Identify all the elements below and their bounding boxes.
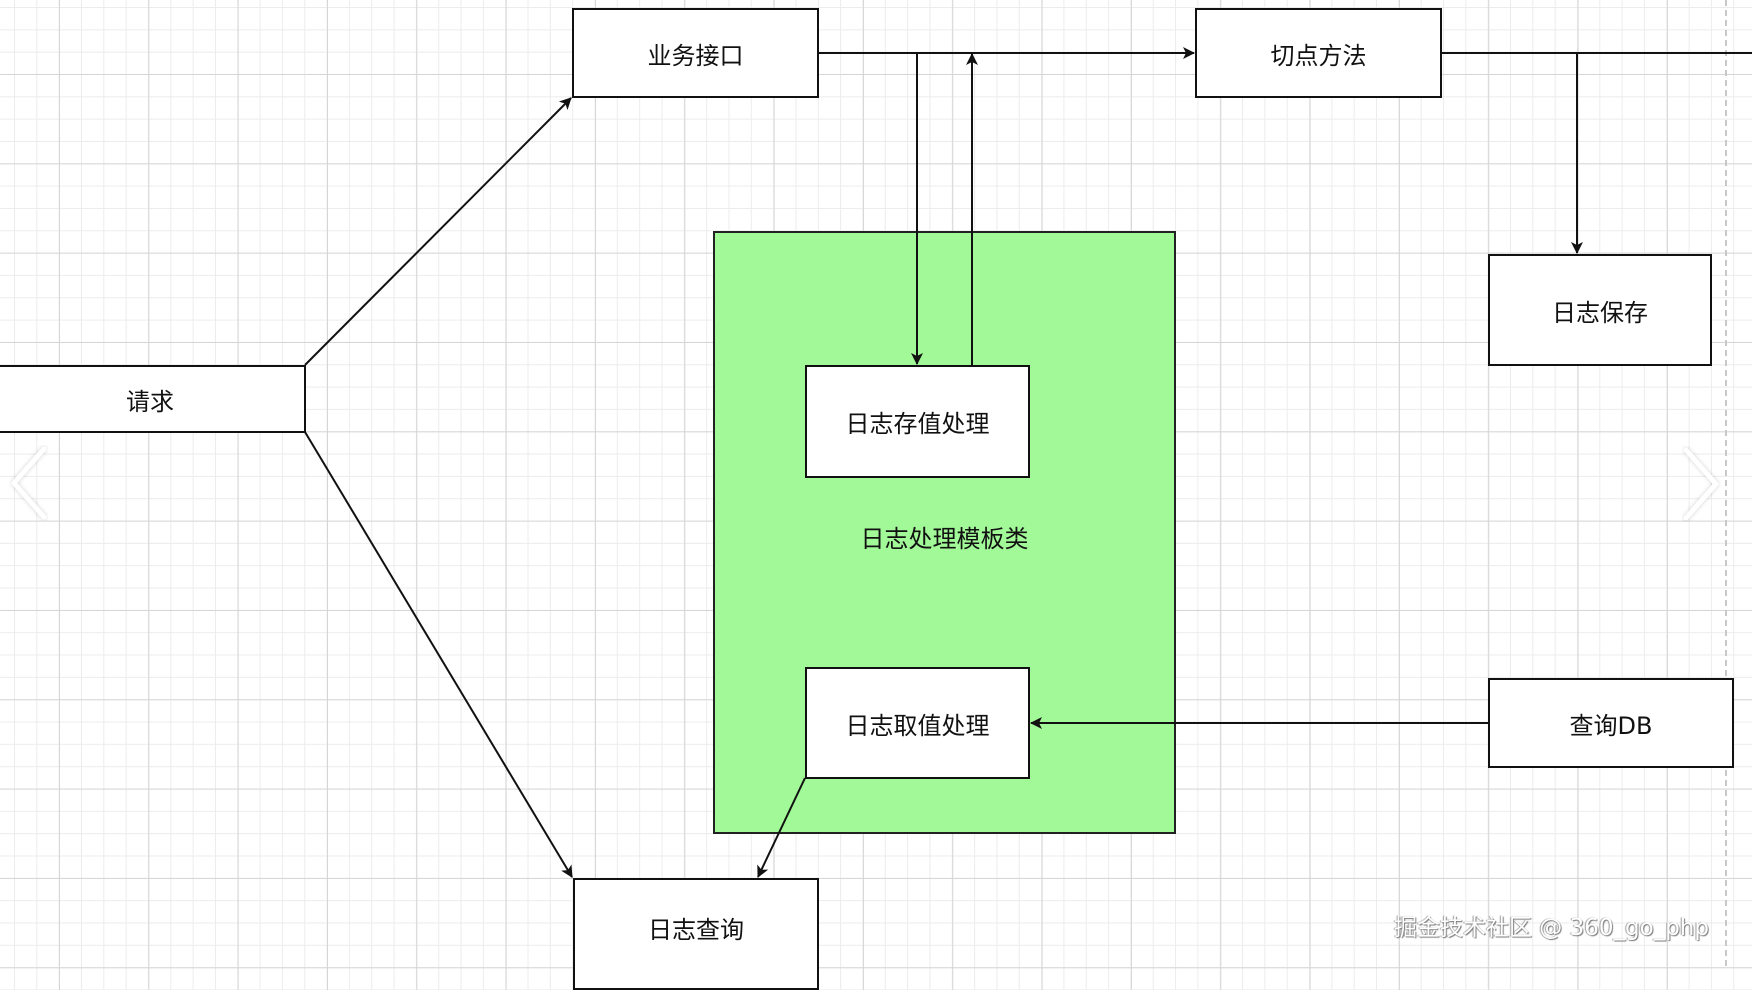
edge-request-to-log-query[interactable]: [304, 431, 573, 878]
node-log-save[interactable]: 日志保存: [1488, 254, 1712, 366]
node-pointcut-method[interactable]: 切点方法: [1195, 8, 1442, 98]
node-label: 请求: [126, 387, 174, 416]
node-label: 日志保存: [1552, 298, 1648, 327]
node-label: 切点方法: [1270, 41, 1367, 70]
node-request[interactable]: 请求: [0, 365, 306, 433]
edge-request-to-business-interface[interactable]: [304, 97, 572, 366]
next-button[interactable]: [1682, 446, 1722, 522]
prev-button[interactable]: [8, 445, 48, 521]
node-label: 日志查询: [648, 916, 744, 944]
node-label: 业务接口: [647, 41, 744, 70]
group-label: 日志处理模板类: [860, 525, 1029, 553]
node-label: 日志取值处理: [845, 711, 990, 740]
node-label: 日志存值处理: [845, 410, 990, 438]
node-log-store-handler[interactable]: 日志存值处理: [805, 365, 1030, 478]
dashed-guide-line: [1725, 0, 1727, 966]
watermark: 掘金技术社区 @ 360_go_php: [1394, 915, 1709, 941]
node-label: 查询DB: [1569, 711, 1653, 740]
node-query-db[interactable]: 查询DB: [1488, 678, 1734, 768]
node-log-query[interactable]: 日志查询: [573, 878, 819, 990]
node-log-fetch-handler[interactable]: 日志取值处理: [805, 667, 1030, 779]
chevron-right-icon: [1683, 447, 1719, 521]
chevron-left-icon: [11, 446, 47, 520]
node-business-interface[interactable]: 业务接口: [572, 8, 819, 98]
